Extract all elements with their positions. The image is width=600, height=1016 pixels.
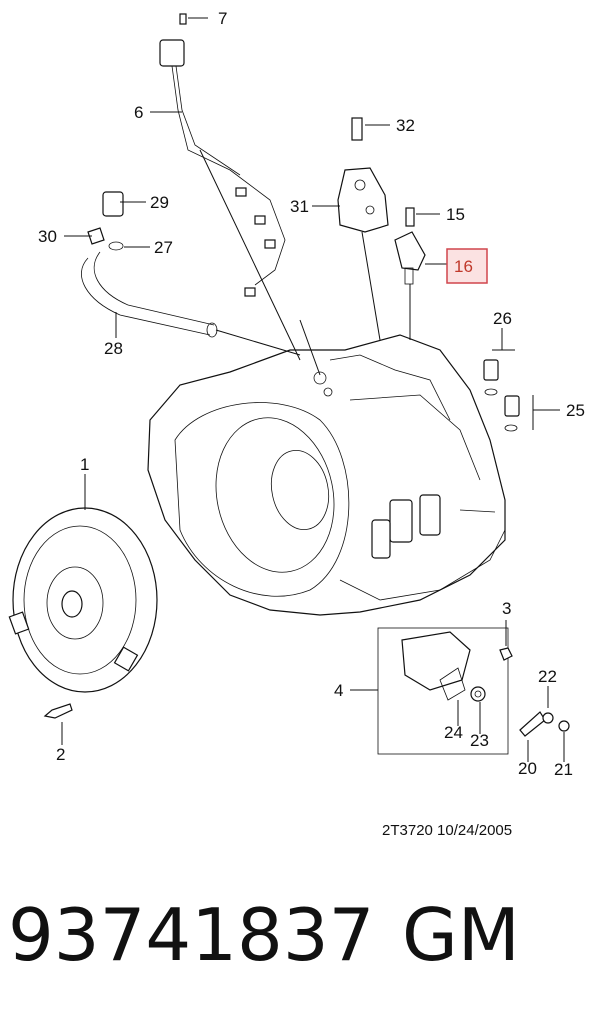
callout-3: 3 bbox=[502, 599, 511, 618]
highlighted-callout-box bbox=[446, 248, 488, 284]
bracket bbox=[337, 117, 389, 233]
callout-20: 20 bbox=[518, 759, 537, 778]
callout-26: 26 bbox=[493, 309, 512, 328]
callout-23: 23 bbox=[470, 731, 489, 750]
cooler-hose bbox=[81, 251, 218, 338]
leader-lines bbox=[61, 17, 565, 762]
callout-1: 1 bbox=[80, 455, 89, 474]
callout-25: 25 bbox=[566, 401, 585, 420]
callout-6: 6 bbox=[134, 103, 143, 122]
torque-converter bbox=[8, 507, 158, 693]
part-number: 93741837 bbox=[8, 893, 374, 977]
callout-32: 32 bbox=[396, 116, 415, 135]
range-switch-assembly bbox=[377, 627, 570, 755]
callout-16: 16 bbox=[454, 257, 473, 276]
wiring-harness bbox=[159, 13, 286, 297]
callout-15: 15 bbox=[446, 205, 465, 224]
diagram-reference: 2T3720 10/24/2005 bbox=[382, 822, 512, 839]
callout-28: 28 bbox=[104, 339, 123, 358]
brand: GM bbox=[402, 893, 520, 977]
callout-27: 27 bbox=[154, 238, 173, 257]
callout-4: 4 bbox=[334, 681, 343, 700]
callout-21: 21 bbox=[554, 760, 573, 779]
callout-22: 22 bbox=[538, 667, 557, 686]
transmission-housing bbox=[147, 334, 506, 616]
callout-31: 31 bbox=[290, 197, 309, 216]
callout-7: 7 bbox=[218, 9, 227, 28]
callout-labels: 7 6 32 31 15 16 29 30 27 28 26 25 1 3 4 … bbox=[38, 9, 585, 779]
torque-converter-bolt bbox=[43, 703, 73, 719]
callout-30: 30 bbox=[38, 227, 57, 246]
callout-29: 29 bbox=[150, 193, 169, 212]
cooler-fittings bbox=[483, 359, 520, 432]
callout-24: 24 bbox=[444, 723, 463, 742]
input-speed-sensor bbox=[87, 191, 124, 251]
callout-2: 2 bbox=[56, 745, 65, 764]
speed-sensor bbox=[394, 207, 426, 285]
